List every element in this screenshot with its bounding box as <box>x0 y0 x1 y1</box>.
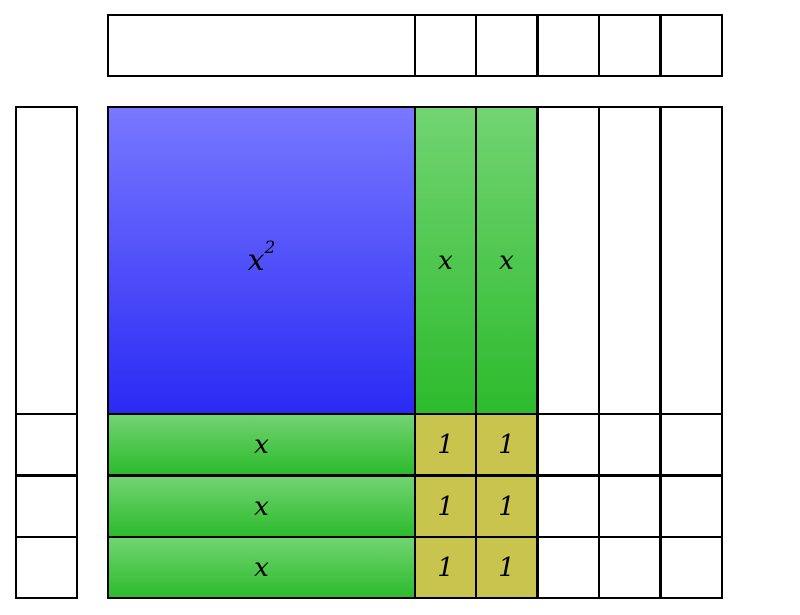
unit-tile: 1 <box>475 413 538 476</box>
one-label: 1 <box>498 429 515 460</box>
x-label: x <box>254 552 269 583</box>
x-tile-horizontal: x <box>107 413 416 476</box>
empty-cell <box>537 536 600 599</box>
top-short-box <box>475 14 538 77</box>
unit-tile: 1 <box>414 475 477 538</box>
empty-column <box>537 106 600 415</box>
x-tile-horizontal: x <box>107 475 416 538</box>
empty-cell <box>537 475 600 538</box>
one-label: 1 <box>437 429 454 460</box>
x-label: x <box>499 245 514 276</box>
one-label: 1 <box>437 552 454 583</box>
x-tile-vertical: x <box>414 106 477 415</box>
empty-cell <box>598 413 661 476</box>
top-short-box <box>537 14 600 77</box>
left-short-box <box>15 475 78 538</box>
empty-cell <box>537 413 600 476</box>
x-tile-horizontal: x <box>107 536 416 599</box>
empty-cell <box>660 475 723 538</box>
empty-cell <box>660 413 723 476</box>
empty-column <box>660 106 723 415</box>
top-short-box <box>598 14 661 77</box>
empty-cell <box>598 475 661 538</box>
left-short-box <box>15 413 78 476</box>
x-squared-label: x2 <box>247 237 276 278</box>
top-short-box <box>414 14 477 77</box>
x-label: x <box>254 491 269 522</box>
one-label: 1 <box>498 552 515 583</box>
x-squared-tile: x2 <box>107 106 416 415</box>
one-label: 1 <box>437 491 454 522</box>
unit-tile: 1 <box>475 475 538 538</box>
x-label: x <box>438 245 453 276</box>
one-label: 1 <box>498 491 515 522</box>
empty-cell <box>660 536 723 599</box>
empty-column <box>598 106 661 415</box>
unit-tile: 1 <box>414 413 477 476</box>
left-long-box <box>15 106 78 415</box>
x-tile-vertical: x <box>475 106 538 415</box>
top-short-box <box>660 14 723 77</box>
top-long-box <box>107 14 416 77</box>
empty-cell <box>598 536 661 599</box>
x-label: x <box>254 429 269 460</box>
left-short-box <box>15 536 78 599</box>
unit-tile: 1 <box>475 536 538 599</box>
unit-tile: 1 <box>414 536 477 599</box>
